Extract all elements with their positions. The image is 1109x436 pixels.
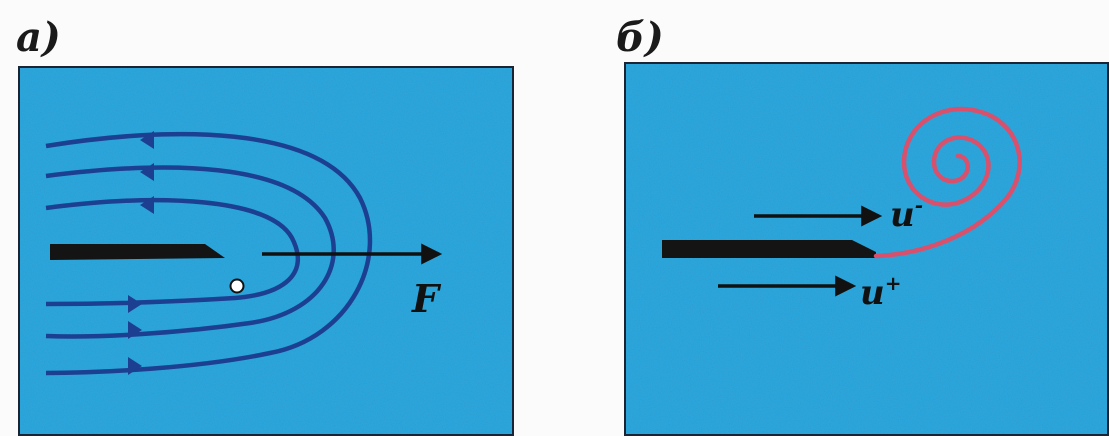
velocity-label-lower: u+ [860, 271, 902, 313]
arrow-right-outer [128, 357, 142, 375]
field-line-outer [45, 131, 373, 376]
arrow-right-middle [128, 321, 142, 339]
arrow-right-inner [128, 295, 142, 313]
field-line-middle [45, 165, 336, 339]
panel-b-canvas: u- u+ [626, 64, 1107, 434]
panel-b-label: б) [616, 14, 664, 61]
panel-b: u- u+ [624, 62, 1109, 436]
arrow-left-outer [140, 131, 154, 149]
crack-body-b [662, 240, 876, 258]
field-line-arrows [128, 131, 154, 375]
panel-a: F [18, 66, 514, 436]
vortex-spiral [873, 106, 1022, 259]
particle-dot [229, 278, 245, 294]
panel-a-canvas: F [20, 68, 512, 434]
velocity-label-upper: u- [890, 193, 923, 235]
crack-body [50, 244, 225, 260]
arrow-left-inner [140, 196, 154, 214]
panel-a-label: а) [16, 14, 61, 61]
force-label: F [411, 276, 442, 321]
arrow-left-middle [140, 163, 154, 181]
